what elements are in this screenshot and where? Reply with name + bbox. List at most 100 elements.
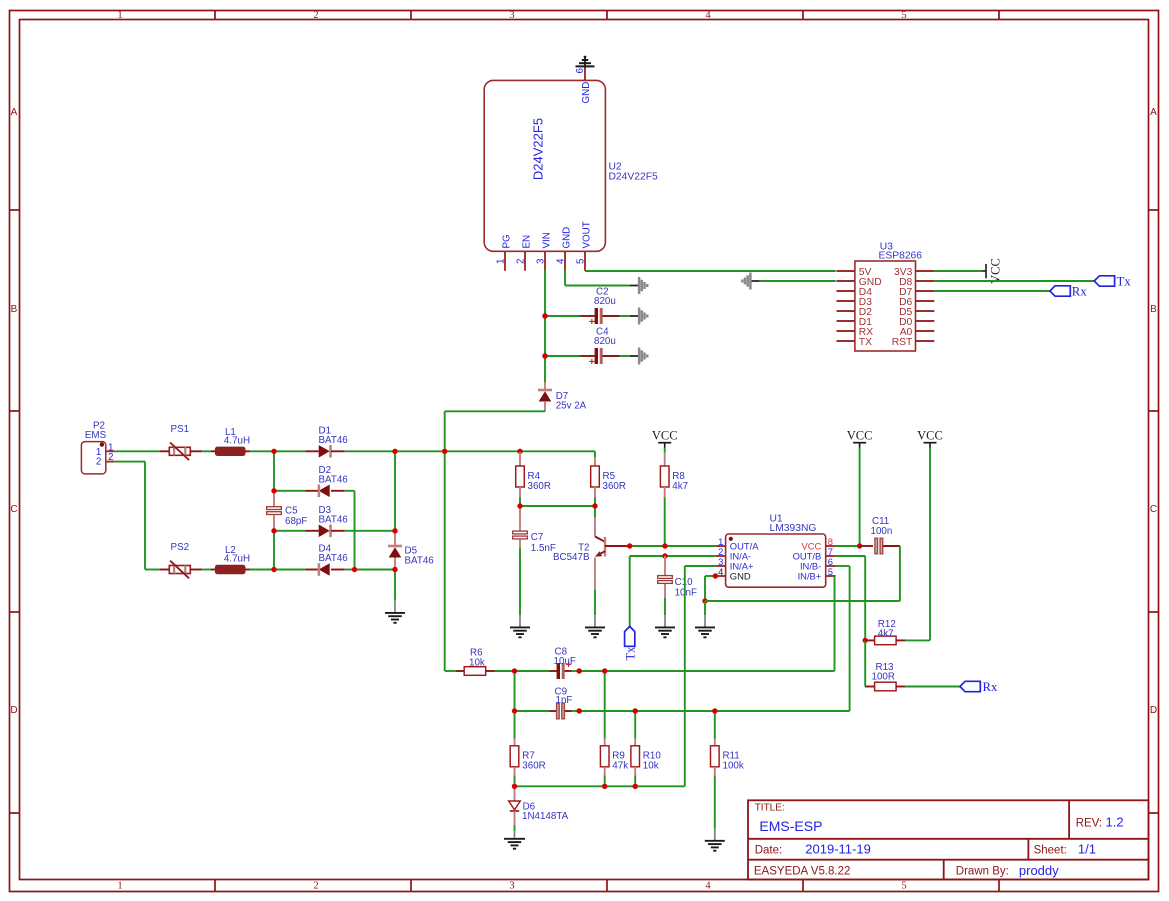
svg-text:RST: RST bbox=[892, 337, 913, 348]
svg-text:5: 5 bbox=[901, 10, 906, 21]
svg-text:3: 3 bbox=[536, 258, 547, 264]
svg-text:C7: C7 bbox=[531, 532, 544, 543]
svg-text:5: 5 bbox=[828, 566, 833, 577]
svg-text:4k7: 4k7 bbox=[672, 481, 688, 492]
svg-text:R12: R12 bbox=[878, 619, 896, 630]
svg-text:+: + bbox=[566, 659, 572, 671]
svg-text:3: 3 bbox=[509, 881, 514, 892]
svg-text:Drawn By:: Drawn By: bbox=[956, 865, 1009, 877]
svg-text:4.7uH: 4.7uH bbox=[224, 436, 250, 447]
svg-text:C5: C5 bbox=[285, 505, 298, 516]
svg-text:D6: D6 bbox=[523, 802, 536, 813]
svg-text:Tx: Tx bbox=[623, 646, 637, 661]
svg-text:1: 1 bbox=[108, 442, 113, 453]
svg-text:10nF: 10nF bbox=[675, 588, 697, 599]
svg-text:A0: A0 bbox=[900, 327, 913, 338]
svg-text:D3: D3 bbox=[319, 505, 332, 516]
svg-text:BAT46: BAT46 bbox=[319, 435, 349, 446]
svg-text:100k: 100k bbox=[723, 761, 744, 772]
svg-text:360R: 360R bbox=[522, 761, 545, 772]
svg-text:R6: R6 bbox=[470, 648, 483, 659]
svg-text:4: 4 bbox=[556, 258, 567, 264]
svg-text:C4: C4 bbox=[596, 327, 609, 338]
svg-text:GND: GND bbox=[561, 227, 572, 249]
svg-text:68pF: 68pF bbox=[285, 516, 307, 527]
svg-text:Rx: Rx bbox=[983, 680, 999, 694]
svg-text:1.2: 1.2 bbox=[1106, 814, 1124, 829]
svg-text:proddy: proddy bbox=[1019, 863, 1059, 878]
svg-text:IN/A-: IN/A- bbox=[730, 551, 751, 562]
svg-text:2: 2 bbox=[96, 457, 101, 468]
svg-text:7: 7 bbox=[828, 546, 833, 557]
svg-text:+: + bbox=[589, 316, 595, 328]
svg-text:R11: R11 bbox=[723, 751, 740, 762]
svg-text:BAT46: BAT46 bbox=[319, 553, 349, 564]
svg-text:D3: D3 bbox=[859, 297, 872, 308]
svg-text:D1: D1 bbox=[859, 317, 872, 328]
svg-text:T2: T2 bbox=[578, 542, 589, 553]
svg-text:C: C bbox=[10, 504, 17, 515]
svg-text:1: 1 bbox=[718, 536, 723, 547]
svg-text:C2: C2 bbox=[596, 287, 609, 298]
svg-text:C8: C8 bbox=[555, 647, 568, 658]
svg-text:C9: C9 bbox=[555, 687, 568, 698]
svg-text:R8: R8 bbox=[672, 471, 685, 482]
svg-text:VCC: VCC bbox=[988, 258, 1002, 284]
svg-text:OUT/B: OUT/B bbox=[793, 551, 822, 562]
svg-text:2: 2 bbox=[718, 546, 723, 557]
svg-text:5: 5 bbox=[901, 881, 906, 892]
svg-text:PG: PG bbox=[501, 234, 512, 248]
svg-text:+: + bbox=[589, 356, 595, 368]
svg-text:LM393NG: LM393NG bbox=[770, 523, 817, 534]
svg-text:1nF: 1nF bbox=[556, 695, 573, 706]
svg-text:1.5nF: 1.5nF bbox=[531, 543, 556, 554]
svg-text:D4: D4 bbox=[859, 287, 872, 298]
svg-text:Rx: Rx bbox=[1072, 284, 1088, 298]
svg-text:D2: D2 bbox=[319, 465, 332, 476]
svg-text:R4: R4 bbox=[528, 471, 541, 482]
svg-text:B: B bbox=[1150, 304, 1157, 315]
svg-text:R10: R10 bbox=[643, 751, 662, 762]
svg-text:5V: 5V bbox=[859, 267, 872, 278]
svg-text:3: 3 bbox=[509, 10, 514, 21]
svg-text:1: 1 bbox=[496, 259, 507, 264]
svg-text:100R: 100R bbox=[872, 671, 895, 682]
svg-text:R7: R7 bbox=[522, 751, 535, 762]
svg-text:D1: D1 bbox=[319, 425, 332, 436]
svg-text:4: 4 bbox=[718, 566, 723, 577]
svg-text:360R: 360R bbox=[603, 481, 626, 492]
svg-text:A: A bbox=[1150, 107, 1157, 118]
svg-text:D7: D7 bbox=[556, 391, 569, 402]
svg-text:820u: 820u bbox=[594, 296, 616, 307]
svg-text:GND: GND bbox=[730, 571, 751, 582]
svg-text:BAT46: BAT46 bbox=[405, 556, 435, 567]
svg-text:RX: RX bbox=[859, 327, 873, 338]
svg-text:D4: D4 bbox=[319, 544, 332, 555]
svg-text:10uF: 10uF bbox=[554, 656, 576, 667]
svg-text:4: 4 bbox=[705, 881, 711, 892]
svg-text:D7: D7 bbox=[899, 287, 912, 298]
svg-text:Tx: Tx bbox=[1117, 274, 1132, 288]
svg-text:IN/A+: IN/A+ bbox=[730, 561, 754, 572]
svg-text:EMS-ESP: EMS-ESP bbox=[759, 818, 822, 834]
svg-text:10k: 10k bbox=[643, 761, 659, 772]
svg-text:VIN: VIN bbox=[541, 232, 552, 248]
svg-text:BC547B: BC547B bbox=[553, 552, 590, 563]
svg-text:OUT/A: OUT/A bbox=[730, 541, 759, 552]
svg-text:ESP8266: ESP8266 bbox=[879, 251, 923, 262]
svg-text:47k: 47k bbox=[612, 761, 628, 772]
svg-text:L1: L1 bbox=[225, 427, 236, 438]
svg-text:TX: TX bbox=[859, 337, 872, 348]
svg-text:REV:: REV: bbox=[1076, 817, 1102, 829]
svg-text:D24V22F5: D24V22F5 bbox=[531, 118, 546, 180]
svg-text:P2: P2 bbox=[93, 421, 105, 432]
svg-text:D6: D6 bbox=[899, 297, 912, 308]
svg-text:U1: U1 bbox=[770, 514, 783, 525]
svg-text:IN/B-: IN/B- bbox=[800, 561, 821, 572]
svg-text:B: B bbox=[11, 304, 18, 315]
svg-text:R13: R13 bbox=[876, 662, 895, 673]
svg-text:BAT46: BAT46 bbox=[319, 474, 349, 485]
svg-text:1/1: 1/1 bbox=[1078, 841, 1096, 856]
svg-text:100n: 100n bbox=[871, 526, 893, 537]
svg-text:2: 2 bbox=[313, 10, 318, 21]
